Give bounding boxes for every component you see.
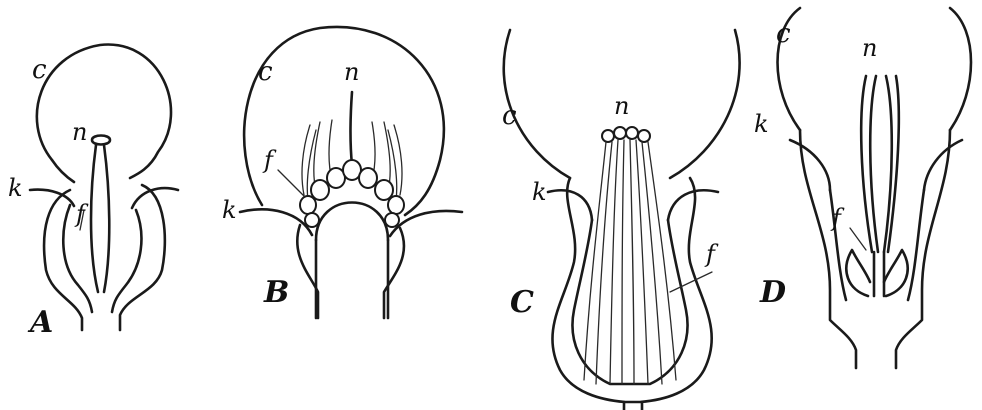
panel-a-label-k: k xyxy=(8,174,23,202)
panel-c-stigmas xyxy=(602,127,650,142)
panel-b-label-n: n xyxy=(344,58,359,86)
panel-b-f-line xyxy=(278,170,304,196)
panel-b-label-k: k xyxy=(222,196,237,224)
panel-c-label-f: f xyxy=(704,240,719,268)
panel-a-column-top xyxy=(92,136,110,145)
panel-a-label-n: n xyxy=(72,118,87,146)
panel-b-cap-outline xyxy=(244,27,444,215)
panel-d-ovary-left xyxy=(846,250,870,296)
panel-d-ovary-right xyxy=(884,250,908,296)
panel-c-letter: C xyxy=(510,285,534,320)
panel-b-label-c: c xyxy=(258,57,273,87)
panel-a-letter: A xyxy=(27,305,53,340)
panel-a-label-c: c xyxy=(32,55,47,85)
panel-a-label-f: f xyxy=(74,200,89,228)
panel-a-cap-left-neck xyxy=(52,160,74,182)
panel-d-cap-outline xyxy=(778,8,972,130)
panel-b-stem xyxy=(316,240,388,318)
panel-b-receptacle xyxy=(316,203,388,241)
panel-a: c n k f A xyxy=(8,45,178,340)
panel-d-letter: D xyxy=(759,275,786,310)
panel-d-label-f: f xyxy=(830,204,845,232)
panel-a-cap-outline xyxy=(37,45,171,178)
panel-b-ovules xyxy=(300,160,404,227)
panel-a-column xyxy=(91,145,109,292)
panel-d-style-column xyxy=(874,252,884,296)
panel-b-central-filament xyxy=(351,92,353,165)
panel-c-label-k: k xyxy=(532,178,547,206)
panel-d-label-c: c xyxy=(776,19,791,49)
panel-d-label-n: n xyxy=(862,34,877,62)
panel-d-f-line xyxy=(850,228,866,250)
panel-c-label-c: c xyxy=(502,101,517,131)
panel-d-stigma-right xyxy=(884,76,899,252)
panel-d-left-flap xyxy=(790,140,830,190)
panel-a-right-wall xyxy=(120,185,165,330)
panel-c-f-line xyxy=(670,272,712,292)
panel-b-letter: B xyxy=(263,275,289,310)
panel-b-left-flap xyxy=(240,209,312,235)
panel-c: c n k f C xyxy=(502,30,740,410)
panel-c-filaments xyxy=(584,140,676,384)
panel-d-label-k: k xyxy=(754,110,769,138)
panel-d-stigma-left xyxy=(861,76,878,252)
panel-b: c n k f B xyxy=(222,27,462,318)
panel-d: c n k f D xyxy=(754,8,971,368)
panel-c-label-n: n xyxy=(614,92,629,120)
panel-b-label-f: f xyxy=(262,146,277,174)
